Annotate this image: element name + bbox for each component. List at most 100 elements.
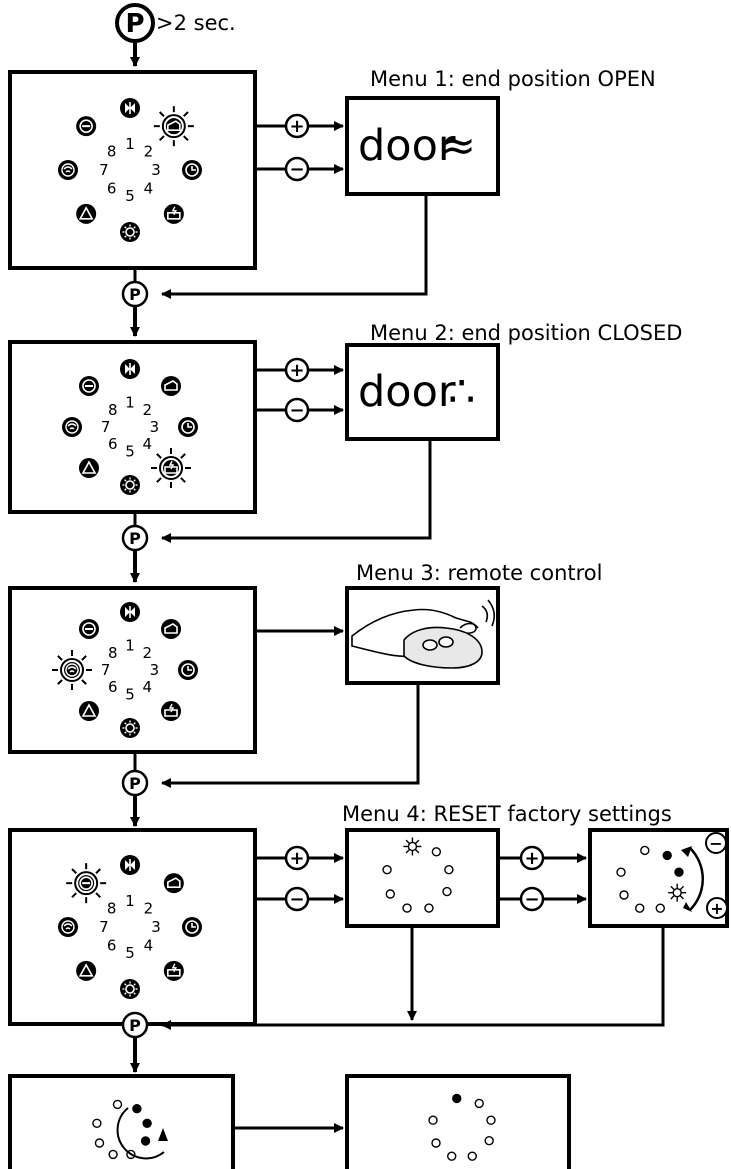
menu1-display-text: door xyxy=(358,121,456,171)
light-icon xyxy=(153,106,194,147)
hold-duration-label: >2 sec. xyxy=(156,11,236,35)
led-number: 3 xyxy=(150,418,160,436)
led-dot xyxy=(132,1104,142,1114)
led-dot xyxy=(484,1135,494,1146)
menu2-title: Menu 2: end position CLOSED xyxy=(370,321,682,345)
led-number: 3 xyxy=(151,161,161,179)
menu2-display xyxy=(345,343,500,441)
lamp-icon xyxy=(120,979,140,999)
p-button-3[interactable]: P xyxy=(121,769,149,797)
led-dot xyxy=(428,1115,438,1125)
open-close-icon xyxy=(120,359,140,379)
reset-plus-button[interactable]: + xyxy=(519,845,545,871)
led-number: 1 xyxy=(125,637,135,655)
reset-done-ring xyxy=(428,1093,496,1161)
led-number: 1 xyxy=(125,394,135,412)
reset-minus-button[interactable]: − xyxy=(519,886,545,912)
menu4-plus-button[interactable]: + xyxy=(284,845,310,871)
timer-icon xyxy=(182,160,202,180)
led-dot xyxy=(431,847,442,857)
led-dot xyxy=(662,850,672,861)
menu2-display-text: door xyxy=(358,367,456,417)
menu1-minus-button[interactable]: − xyxy=(284,156,310,182)
led-dot xyxy=(619,890,629,900)
led-dot xyxy=(112,1099,123,1110)
light-icon xyxy=(163,873,184,894)
led-dot xyxy=(444,865,454,875)
svg-text:−: − xyxy=(524,889,539,910)
menu2-plus-button[interactable]: + xyxy=(284,357,310,383)
p-button-2[interactable]: P xyxy=(121,524,149,552)
reset-step-start-ring xyxy=(382,837,454,913)
p-button-1[interactable]: P xyxy=(121,280,149,308)
led-number: 6 xyxy=(108,678,118,696)
safety-icon xyxy=(76,960,97,981)
led-dot xyxy=(467,1151,477,1161)
svg-text:+: + xyxy=(289,360,304,381)
led-number: 7 xyxy=(101,418,111,436)
reset-running-panel xyxy=(8,1074,235,1169)
timer-icon xyxy=(178,660,198,680)
led-dot xyxy=(442,886,452,897)
led-number: 6 xyxy=(107,179,117,197)
p-button-4[interactable]: P xyxy=(121,1011,149,1039)
reset-direction-arc xyxy=(689,847,704,911)
reset-arc-minus-icon: − xyxy=(705,832,727,854)
minus-icon xyxy=(76,116,97,137)
led-dot xyxy=(616,867,626,877)
remote-icon xyxy=(62,417,82,437)
led-number: 6 xyxy=(107,936,117,954)
menu1-display xyxy=(345,96,500,196)
menu1-plus-button[interactable]: + xyxy=(284,113,310,139)
led-number: 2 xyxy=(142,401,152,419)
reset-done-panel xyxy=(345,1074,571,1169)
led-number: 7 xyxy=(101,661,111,679)
led-number: 8 xyxy=(107,143,117,161)
svg-text:−: − xyxy=(709,834,722,853)
safety-icon xyxy=(78,458,99,479)
led-number: 1 xyxy=(125,135,135,153)
p-button-start[interactable]: P xyxy=(115,3,155,43)
minus-icon xyxy=(66,863,107,904)
menu1-display-symbol: ≈ xyxy=(440,121,476,171)
led-number: 2 xyxy=(142,644,152,662)
led-number: 4 xyxy=(144,179,154,197)
safety-icon xyxy=(78,701,99,722)
led-number: 4 xyxy=(144,936,154,954)
led-dot xyxy=(640,845,650,856)
led-dot xyxy=(92,1118,102,1128)
led-number: 7 xyxy=(99,918,109,936)
led-number: 2 xyxy=(144,900,154,918)
svg-text:+: + xyxy=(524,848,539,869)
reset-rotation-arc xyxy=(116,1107,165,1160)
svg-text:+: + xyxy=(289,848,304,869)
led-dot xyxy=(474,1098,484,1109)
remote-icon xyxy=(58,160,78,180)
menu2-minus-button[interactable]: − xyxy=(284,397,310,423)
svg-text:−: − xyxy=(289,889,304,910)
menu4-title: Menu 4: RESET factory settings xyxy=(342,802,672,826)
open-close-icon xyxy=(120,602,140,622)
svg-text:+: + xyxy=(710,899,723,918)
led-number: 3 xyxy=(151,918,161,936)
menu4-minus-button[interactable]: − xyxy=(284,886,310,912)
light-icon xyxy=(161,618,182,639)
led-dot xyxy=(424,903,434,913)
open-close-icon xyxy=(120,855,140,875)
led-number: 2 xyxy=(144,143,154,161)
led-dot xyxy=(382,865,392,875)
remote-icon xyxy=(52,650,92,690)
p-button-label: P xyxy=(125,9,144,39)
led-dot xyxy=(447,1151,457,1161)
led-dot xyxy=(402,903,412,913)
led-number: 7 xyxy=(99,161,109,179)
force-icon xyxy=(151,448,192,489)
led-dot xyxy=(635,903,645,913)
led-dot xyxy=(108,1149,118,1160)
led-number: 1 xyxy=(125,892,135,910)
led-dot xyxy=(672,887,682,898)
